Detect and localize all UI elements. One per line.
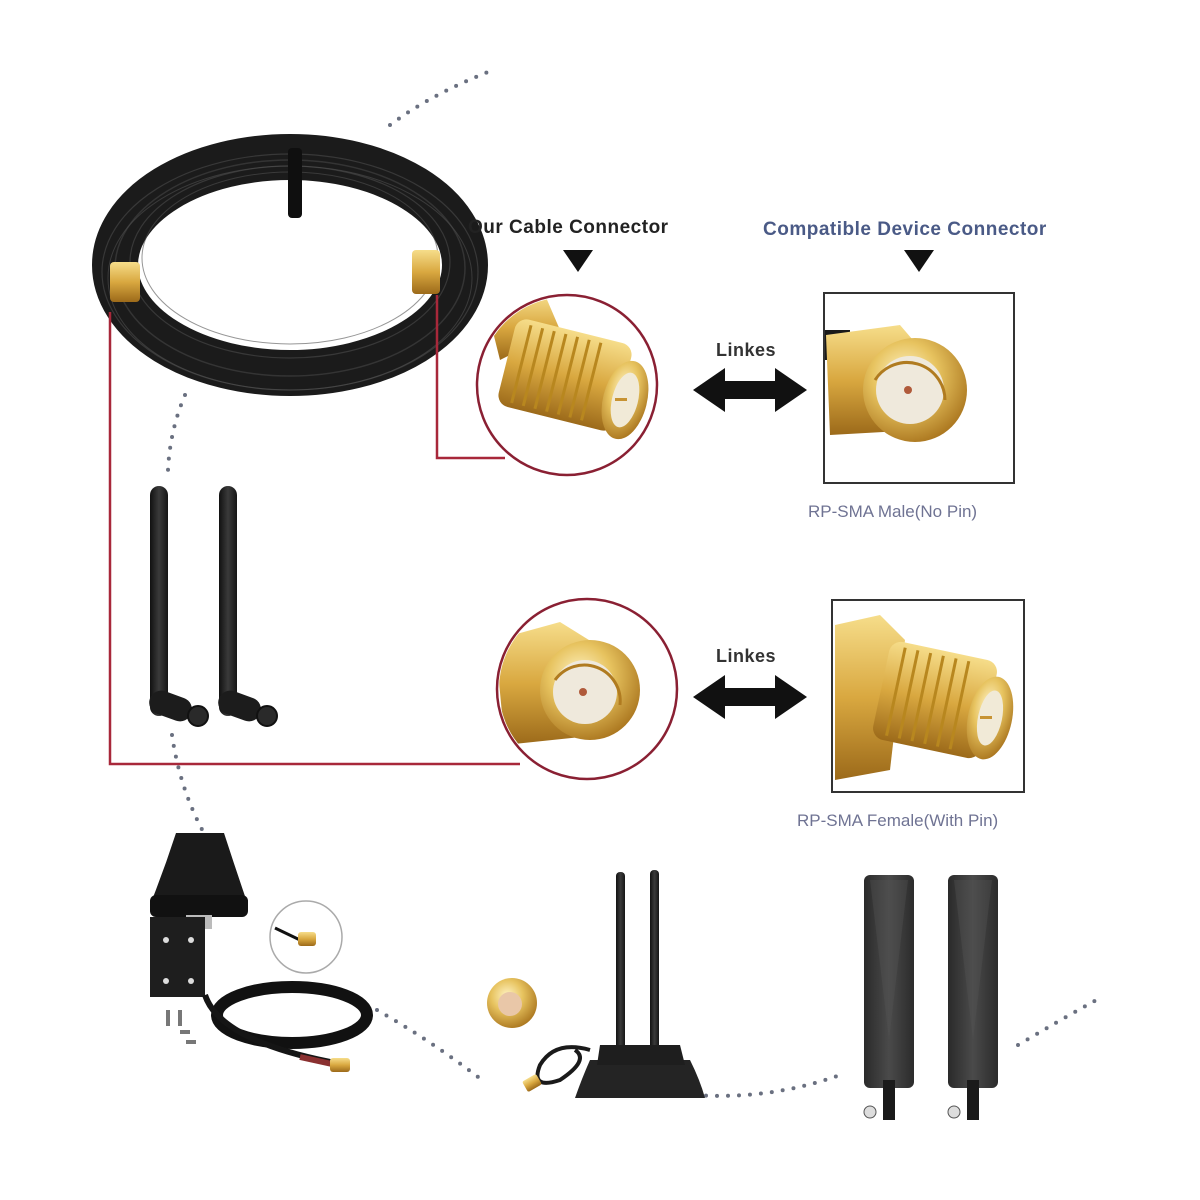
double-arrow-1 bbox=[693, 368, 807, 412]
dotted-line-bottom-right bbox=[1016, 996, 1102, 1047]
paddle-antenna-left bbox=[863, 875, 914, 1120]
device-connector-box-1 bbox=[823, 292, 1015, 484]
dotted-line-left-lower bbox=[170, 733, 207, 837]
link-label-2: Linkes bbox=[716, 646, 777, 666]
double-arrow-2 bbox=[693, 675, 807, 719]
dotted-line-top bbox=[388, 70, 490, 127]
coil-left-connector bbox=[110, 262, 140, 302]
device-caption-2: RP-SMA Female(With Pin) bbox=[797, 811, 999, 830]
antenna-left bbox=[149, 486, 209, 727]
compatible-device-connector-heading: Compatible Device Connector bbox=[763, 219, 1047, 240]
callout-line-top bbox=[435, 295, 505, 460]
our-cable-connector-heading: Our Cable Connector bbox=[468, 217, 669, 238]
link-label-1: Linkes bbox=[716, 340, 777, 360]
device-connector-box-2 bbox=[831, 599, 1025, 793]
callout-lines bbox=[108, 295, 520, 766]
paddle-antenna-right bbox=[947, 875, 998, 1120]
coil-right-connector bbox=[412, 250, 440, 294]
dotted-connector-lines bbox=[166, 70, 1102, 1098]
magnetic-base-antenna-image bbox=[487, 870, 705, 1098]
dual-rubber-antennas-image bbox=[149, 486, 278, 727]
our-connector-circle-2 bbox=[495, 597, 679, 781]
device-caption-1: RP-SMA Male(No Pin) bbox=[808, 502, 978, 521]
down-arrow-our-cable bbox=[563, 250, 593, 272]
dotted-line-bottom-left bbox=[375, 1008, 484, 1082]
down-arrow-compatible-device bbox=[904, 250, 934, 272]
our-connector-circle-1 bbox=[475, 293, 659, 477]
paddle-antennas-image bbox=[863, 875, 998, 1120]
dotted-line-left-upper bbox=[166, 393, 187, 472]
antenna-right bbox=[218, 486, 278, 727]
cable-coil-image bbox=[92, 134, 488, 396]
callout-line-bottom bbox=[108, 312, 520, 766]
dotted-line-bottom-mid bbox=[693, 1073, 842, 1098]
outdoor-dome-antenna-image bbox=[150, 833, 373, 1072]
